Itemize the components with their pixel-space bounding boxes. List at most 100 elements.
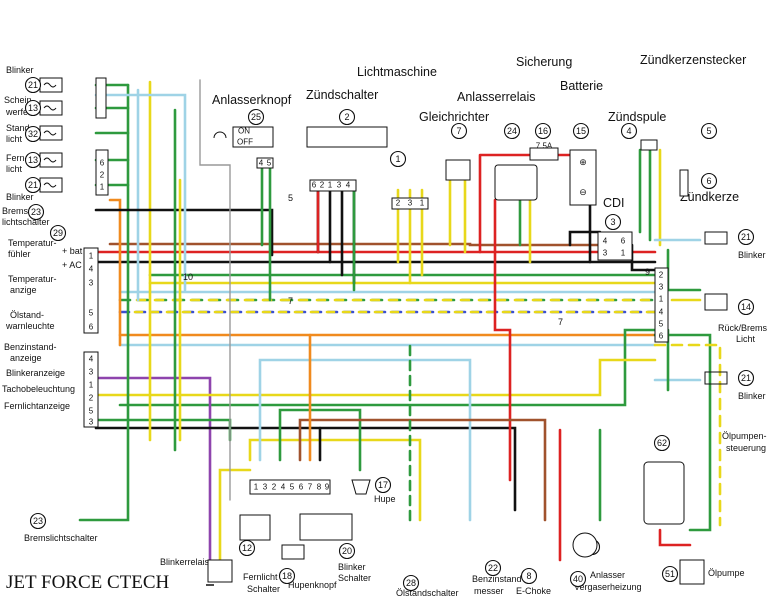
wire-num-7a: 7 [288, 296, 293, 306]
badge-28: 28 [402, 574, 420, 592]
svg-text:2: 2 [396, 199, 401, 208]
gauge-bat-label: + bat [62, 246, 83, 256]
badge-25: 25 [247, 108, 265, 126]
svg-text:2: 2 [100, 171, 105, 180]
label-oelstandschalter: Ölstandschalter [396, 588, 459, 598]
svg-text:3: 3 [89, 279, 94, 288]
badge-14: 14 [737, 298, 755, 316]
anlasserrelais-box [494, 164, 538, 201]
label-rueck-brems-2: Licht [736, 334, 756, 344]
svg-text:23: 23 [31, 207, 41, 217]
svg-text:3: 3 [337, 181, 342, 190]
svg-text:5: 5 [89, 407, 94, 416]
label-zuendschalter: Zündschalter [306, 88, 378, 102]
wire-rear-green [666, 248, 702, 392]
svg-text:7: 7 [308, 483, 313, 492]
label-benzinstand-1: Benzinstand- [4, 342, 57, 352]
label-hupe: Hupe [374, 494, 396, 504]
svg-text:13: 13 [28, 155, 38, 165]
wire-oelpumpe [653, 333, 712, 532]
label-scheinwerfer-1: Schein [4, 95, 32, 105]
wire-num-5: 5 [288, 193, 293, 203]
label-zuendkerzenstecker: Zündkerzenstecker [640, 53, 746, 67]
horn-icon [351, 479, 371, 495]
label-temperaturfuehler-2: fühler [8, 249, 31, 259]
badge-3: 3 [604, 213, 622, 231]
badge-7: 7 [450, 122, 468, 140]
badge-40: 40 [569, 570, 587, 588]
svg-text:51: 51 [665, 569, 675, 579]
svg-text:OFF: OFF [237, 138, 253, 147]
wire-num-7b: 7 [558, 317, 563, 327]
label-fernlichtanzeige: Fernlichtanzeige [4, 401, 70, 411]
svg-text:14: 14 [741, 302, 751, 312]
label-tachobeleuchtung: Tachobeleuchtung [2, 384, 75, 394]
svg-text:17: 17 [378, 480, 388, 490]
wire-bottom-lb [258, 358, 472, 522]
svg-text:29: 29 [53, 228, 63, 238]
label-sicherung: Sicherung [516, 55, 572, 69]
svg-text:23: 23 [33, 516, 43, 526]
blinker-schalter-box [299, 513, 353, 541]
svg-text:4: 4 [89, 265, 94, 274]
svg-text:13: 13 [28, 103, 38, 113]
svg-text:6: 6 [621, 237, 626, 246]
badge-18: 18 [278, 567, 296, 585]
svg-text:1: 1 [89, 252, 94, 261]
anlasser-icon [572, 532, 598, 558]
label-oelpumpe: Ölpumpe [708, 568, 745, 578]
label-blinkerrelais: Blinkerrelais [160, 557, 210, 567]
badge-16: 16 [534, 122, 552, 140]
badge-6: 6 [700, 172, 718, 190]
badge-13-b: 13 [24, 151, 42, 169]
label-temperaturanzeige-2: anzige [10, 285, 37, 295]
badge-15: 15 [572, 122, 590, 140]
svg-text:2: 2 [344, 112, 349, 122]
wire-num-10: 10 [183, 272, 193, 282]
svg-text:6: 6 [100, 159, 105, 168]
component-labels: Blinker Schein werfer Stand licht Fern- … [2, 53, 768, 598]
label-e-choke: E-Choke [516, 586, 551, 596]
svg-text:4: 4 [346, 181, 351, 190]
label-blinker-r2: Blinker [738, 391, 766, 401]
headlight-connector: 6 2 1 [95, 77, 109, 196]
wire-oelpumpe-red [658, 528, 692, 547]
svg-text:1: 1 [100, 183, 105, 192]
label-standlicht-2: licht [6, 134, 23, 144]
badge-21-fl: 21 [24, 76, 42, 94]
diagram-title: JET FORCE CTECH [6, 572, 170, 593]
wire-brown-main [108, 242, 602, 247]
key-icon [213, 131, 227, 139]
label-temperaturfuehler-1: Temperatur- [8, 238, 57, 248]
svg-text:20: 20 [342, 546, 352, 556]
number-badges: 21 13 32 13 21 23 29 25 2 1 7 24 16 15 4… [24, 76, 755, 592]
wire-green-left [78, 83, 130, 522]
svg-text:16: 16 [538, 126, 548, 136]
label-anlasser: Anlasser [590, 570, 625, 580]
svg-text:21: 21 [741, 373, 751, 383]
svg-text:⊕: ⊕ [579, 157, 587, 167]
label-oelstand-1: Ölstand- [10, 310, 44, 320]
wire-black-2 [94, 426, 517, 512]
rear-lamp-icon [704, 231, 728, 385]
svg-text:6: 6 [659, 332, 664, 341]
label-zuendkerze: Zündkerze [680, 190, 739, 204]
label-cdi: CDI [603, 196, 625, 210]
label-anlasserrelais: Anlasserrelais [457, 90, 536, 104]
svg-text:6: 6 [89, 323, 94, 332]
svg-text:3: 3 [263, 483, 268, 492]
wire-relay-red [493, 198, 512, 482]
wire-rear-lb [653, 238, 702, 382]
svg-text:1: 1 [395, 154, 400, 164]
label-oelstand-2: warnleuchte [5, 321, 55, 331]
svg-text:6: 6 [706, 176, 711, 186]
badge-23-top: 23 [27, 203, 45, 221]
label-blinkeranzeige: Blinkeranzeige [6, 368, 65, 378]
wire-orange-left [108, 198, 122, 347]
svg-text:6: 6 [299, 483, 304, 492]
svg-text:4: 4 [659, 308, 664, 317]
svg-text:8: 8 [526, 571, 531, 581]
label-standlicht-1: Stand [6, 123, 30, 133]
instrument-connector-bottom: 4 3 1 2 5 3 [83, 351, 99, 428]
